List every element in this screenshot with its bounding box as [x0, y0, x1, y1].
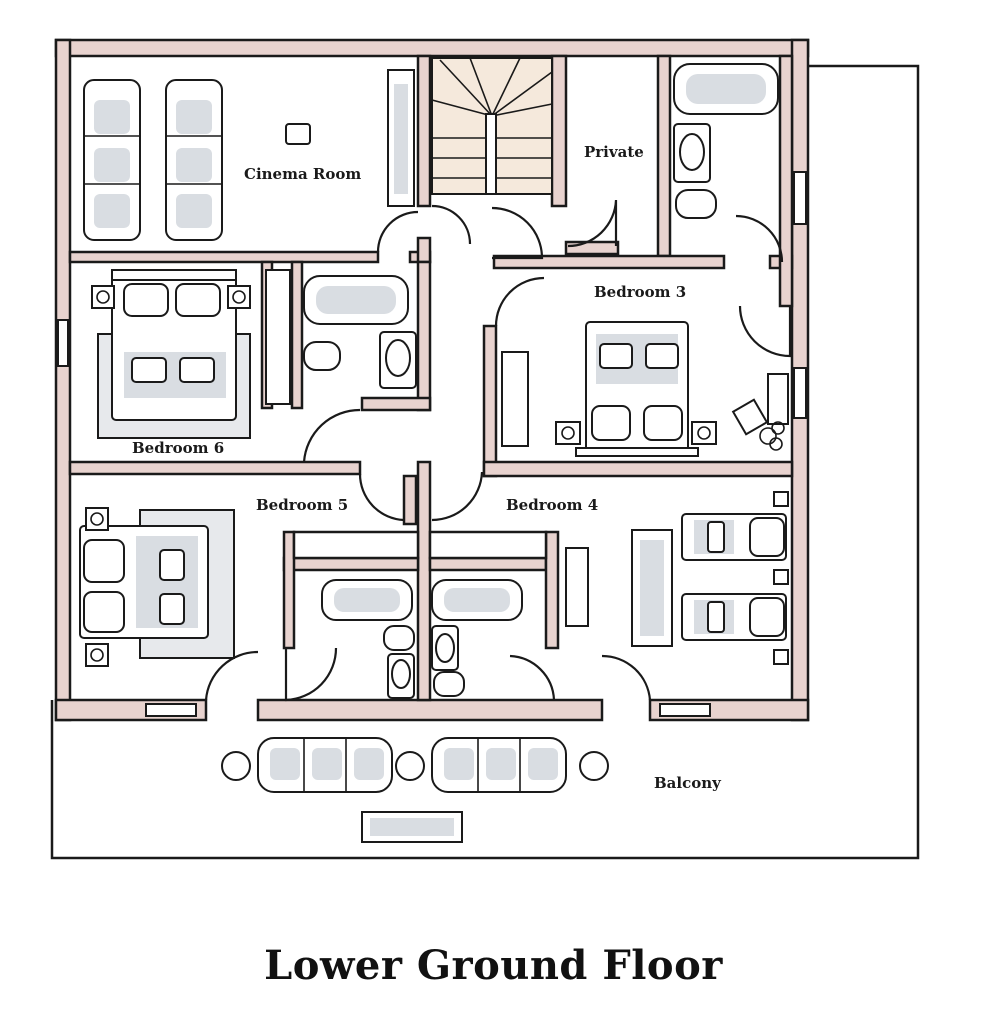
room-label-bedroom4: Bedroom 4 — [506, 496, 598, 514]
balcony-outline — [50, 64, 920, 860]
doors — [204, 199, 792, 702]
room-label-bedroom6: Bedroom 6 — [132, 439, 224, 457]
room-label-cinema: Cinema Room — [244, 165, 361, 183]
exterior-walls — [54, 38, 810, 722]
bedroom5-furniture — [79, 507, 235, 667]
floor-title: Lower Ground Floor — [264, 942, 723, 989]
interior-walls — [68, 54, 794, 702]
bathrooms-5-4 — [321, 579, 523, 699]
bedroom6-furniture — [91, 269, 291, 439]
room-label-private: Private — [584, 143, 644, 161]
room-label-balcony: Balcony — [654, 774, 722, 792]
room-label-bedroom5: Bedroom 5 — [256, 496, 348, 514]
bathroom-bedroom6 — [303, 275, 417, 389]
bedroom3-furniture — [501, 321, 789, 457]
cinema-seating — [83, 69, 415, 241]
room-label-bedroom3: Bedroom 3 — [594, 283, 686, 301]
bathroom-upper-right — [673, 63, 779, 219]
balcony-furniture — [221, 737, 609, 843]
bedroom4-furniture — [565, 491, 789, 665]
staircase — [431, 57, 553, 195]
